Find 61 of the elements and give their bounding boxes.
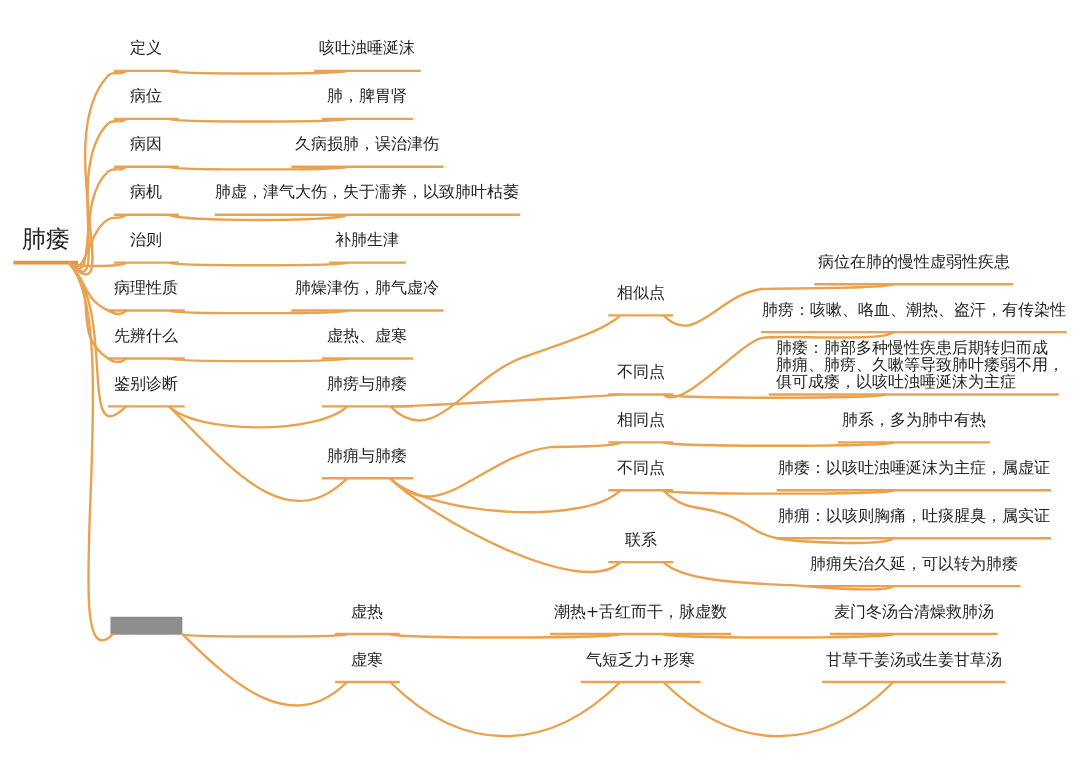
node-text: 潮热+舌红而干，脉虚数	[554, 602, 728, 621]
connector	[389, 314, 622, 422]
node-text: 相似点	[616, 283, 665, 302]
connector	[662, 331, 894, 399]
node-text: 虚热、虚寒	[327, 326, 408, 345]
connector	[662, 681, 895, 738]
node-text: 鉴别诊断	[114, 374, 179, 393]
node-text: 定义	[130, 39, 163, 58]
connector	[168, 357, 348, 363]
node-text: 虚热	[351, 602, 384, 621]
node-text: 病因	[130, 135, 163, 154]
connector	[168, 405, 348, 503]
node-text: 相同点	[616, 410, 665, 429]
connector	[663, 441, 894, 447]
node-text: 病位在肺的慢性虚弱性疾患	[817, 252, 1010, 271]
node-text: 先辨什么	[114, 326, 179, 345]
connector	[182, 632, 348, 638]
connector	[168, 213, 348, 222]
node-text: 肺痨与肺痿	[327, 374, 408, 393]
connector	[662, 561, 894, 591]
node-text: 咳吐浊唾涎沫	[319, 39, 416, 58]
node-text: 肺痈与肺痿	[327, 446, 408, 465]
node-text: 甘草干姜汤或生姜甘草汤	[825, 650, 1002, 669]
connector	[663, 489, 894, 495]
node-bar	[110, 616, 183, 635]
connector	[390, 393, 621, 408]
connector	[168, 309, 348, 315]
node-text: 不同点	[616, 458, 665, 477]
node-text: 病理性质	[114, 279, 179, 298]
node-text: 肺痈失治久延，可以转为肺痿	[809, 554, 1018, 573]
connector	[168, 261, 348, 267]
connector	[663, 632, 894, 639]
node-text: 肺痿	[21, 226, 70, 253]
node-text: 肺燥津伤，肺气虚冷	[295, 279, 440, 298]
connector	[168, 165, 348, 171]
connector	[663, 393, 887, 399]
connector	[389, 477, 621, 574]
node-text: 肺痨：咳嗽、咯血、潮热、盗汗，有传染性	[761, 300, 1066, 319]
node-text: 治则	[130, 231, 163, 250]
node-text: 病位	[130, 87, 163, 106]
node-text: 肺痿：以咳吐浊唾涎沫为主症，属虚证	[777, 458, 1050, 477]
node-text: 肺痈：以咳则胸痛，吐痰腥臭，属实证	[777, 506, 1050, 525]
node-text: 麦门冬汤合清燥救肺汤	[833, 602, 994, 621]
node-text: 久病损肺，误治津伤	[295, 135, 440, 154]
connector	[181, 633, 348, 707]
node-text: 肺系，多为肺中有热	[841, 410, 986, 429]
connector	[168, 69, 348, 75]
connector	[168, 117, 348, 123]
node-text: 虚寒	[351, 650, 384, 669]
node-text: 补肺生津	[335, 231, 400, 250]
node-text: 病机	[130, 183, 163, 202]
connector	[662, 489, 894, 545]
node-text: 肺，脾胃肾	[327, 87, 408, 106]
connector	[389, 681, 622, 738]
node-text: 气短乏力+形寒	[586, 650, 696, 669]
connector	[662, 283, 894, 327]
node-text: 肺虚，津气大伤，失于濡养，以致肺叶枯萎	[215, 183, 520, 202]
node-text: 联系	[624, 530, 657, 549]
node-text: 肺痿：肺部多种慢性疾患后期转归而成肺痈、肺痨、久嗽等导致肺叶痿弱不用，俱可成痿，以咳吐浊唾涎沫为主症	[776, 338, 1065, 391]
node-text: 不同点	[616, 362, 665, 381]
connector	[390, 632, 621, 639]
